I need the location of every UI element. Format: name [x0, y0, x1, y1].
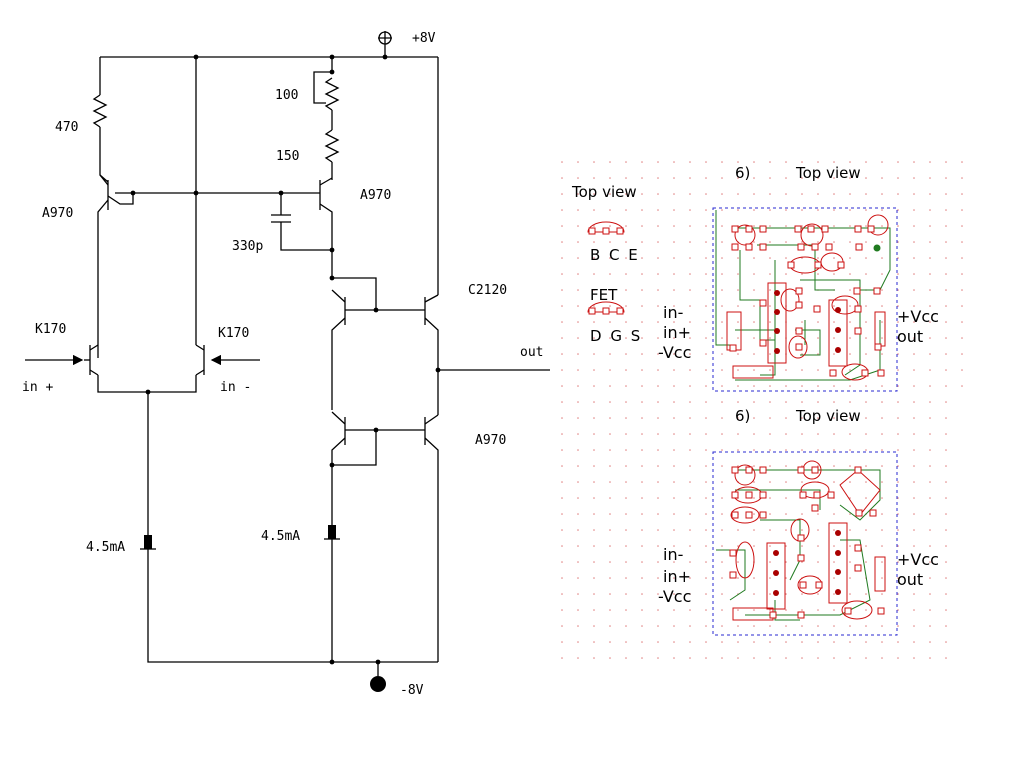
legend-fet-label: FET: [590, 286, 618, 304]
pcb-bottom-fet-strip-right: [828, 522, 848, 604]
supply-positive-label: +8V: [412, 31, 436, 46]
pcb-grid-top: [552, 160, 964, 400]
pcb-top-title: Top view: [795, 164, 861, 182]
fet-left-label: K170: [35, 322, 66, 337]
pcb-bottom-in-plus: in+: [663, 567, 691, 586]
legend-fet-pins: D G S: [590, 327, 642, 345]
pcb-top-vcc-neg: -Vcc: [658, 343, 691, 362]
pcb-bottom-title: Top view: [795, 407, 861, 425]
current-source-right-icon: [328, 525, 336, 539]
pcb-top-vcc-pos: +Vcc: [897, 307, 939, 326]
pcb-top-number: 6): [735, 164, 750, 182]
pcb-top-in-minus: in-: [663, 303, 683, 322]
pcb-bottom-number: 6): [735, 407, 750, 425]
in-plus-label: in +: [22, 380, 53, 395]
pcb-grid-bottom: [552, 400, 947, 660]
r2-label: 100: [275, 88, 298, 103]
in-minus-label: in -: [220, 380, 251, 395]
resistor-150: [324, 129, 340, 163]
q-mirror-right-label: A970: [360, 188, 391, 203]
pcb-bottom-out: out: [897, 570, 923, 589]
r3-label: 150: [276, 149, 299, 164]
q-output-bottom-label: A970: [475, 433, 506, 448]
pcb-bottom-vcc-pos: +Vcc: [897, 550, 939, 569]
legend-top-view: Top view: [571, 183, 637, 201]
pcb-bottom-vcc-neg: -Vcc: [658, 587, 691, 606]
schematic: +8V 470 100 150 A970 A970 330p C2120 K17…: [22, 31, 550, 698]
pcb-layout-bottom: 6) Top view: [658, 407, 939, 636]
capacitor-label: 330p: [232, 239, 263, 254]
current-source-left-icon: [144, 535, 152, 549]
legend: Top view B C E FET D G S: [571, 183, 642, 345]
pcb-bottom-in-minus: in-: [663, 545, 683, 564]
pcb-bottom-outline: [712, 451, 898, 636]
fet-right-label: K170: [218, 326, 249, 341]
q-mirror-left-label: A970: [42, 206, 73, 221]
r1-label: 470: [55, 120, 78, 135]
pcb-bottom-fet-strip-left: [766, 542, 786, 610]
resistor-470: [92, 94, 108, 128]
pcb-top-fet-strip-right: [828, 299, 848, 367]
legend-bjt-pins: B C E: [590, 246, 640, 264]
pcb-top-in-plus: in+: [663, 323, 691, 342]
resistor-100: [324, 77, 340, 111]
q-output-top-label: C2120: [468, 283, 507, 298]
current-left-label: 4.5mA: [86, 540, 125, 555]
negative-supply-icon: [370, 676, 386, 692]
output-label: out: [520, 345, 543, 360]
pcb-top-outline: [712, 207, 898, 392]
pcb-top-fet-strip-left: [767, 282, 787, 364]
pcb-layout-top: 6) Top view: [658, 164, 939, 392]
supply-negative-label: -8V: [400, 683, 424, 698]
pcb-top-out: out: [897, 327, 923, 346]
current-right-label: 4.5mA: [261, 529, 300, 544]
